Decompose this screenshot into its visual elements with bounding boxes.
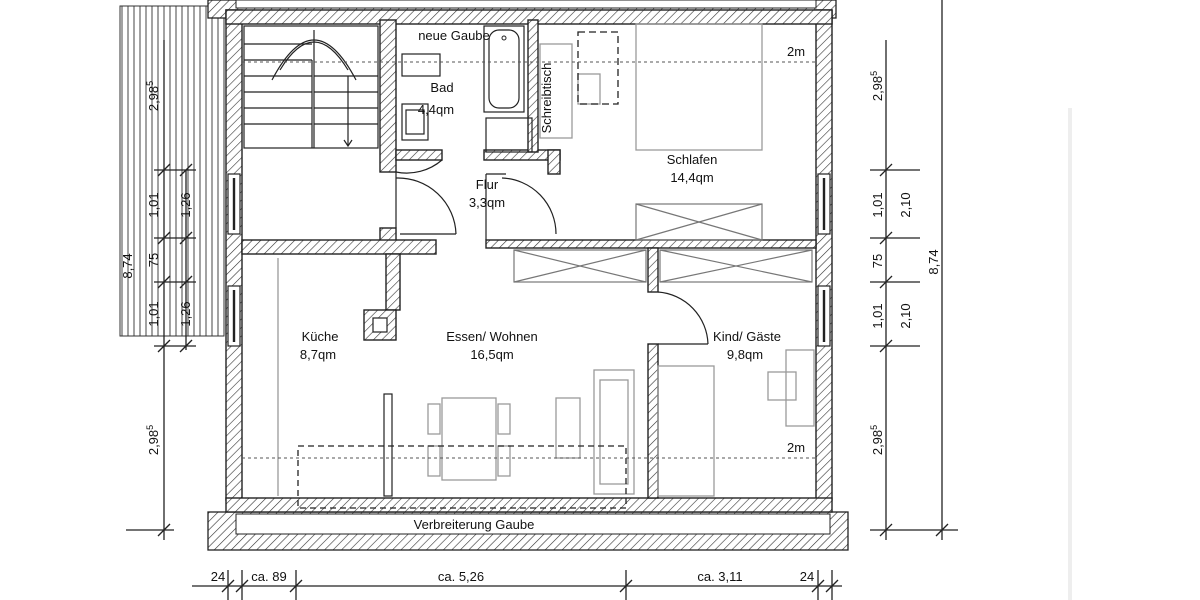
label-verbreiterung-gaube: Verbreiterung Gaube <box>414 517 535 532</box>
room-bad-name: Bad <box>430 80 453 95</box>
bathroom-fixtures <box>401 25 533 153</box>
label-2m-bottom: 2m <box>787 440 805 455</box>
outer-walls <box>225 9 833 513</box>
dim-right-inner-2: 2,10 <box>898 303 913 328</box>
dim-bottom-2: ca. 89 <box>251 569 286 584</box>
living-furniture <box>277 258 635 497</box>
dim-right-top: 2,985 <box>869 71 885 101</box>
room-schlafen-area: 14,4qm <box>670 170 713 185</box>
wardrobes <box>513 249 813 283</box>
bedroom-furniture <box>577 23 763 241</box>
dim-left-inner-2: 1,26 <box>178 301 193 326</box>
dim-left-bottom: 2,985 <box>145 425 161 455</box>
room-schlafen-name: Schlafen <box>667 152 718 167</box>
interior-walls <box>241 19 817 499</box>
room-kind-name: Kind/ Gäste <box>713 329 781 344</box>
room-kueche-area: 8,7qm <box>300 347 336 362</box>
dim-left-outer-1: 1,01 <box>146 192 161 217</box>
label-schreibtisch: Schreibtisch <box>539 63 554 134</box>
dim-left-total: 8,74 <box>120 253 135 278</box>
roof-strip-bottom: Verbreiterung Gaube <box>207 511 849 551</box>
dim-left-inner-1: 1,26 <box>178 192 193 217</box>
doors <box>395 159 709 345</box>
dim-right-2: 75 <box>870 254 885 268</box>
room-kueche-name: Küche <box>302 329 339 344</box>
dormer-outline <box>297 445 627 509</box>
room-essen-name: Essen/ Wohnen <box>446 329 538 344</box>
guest-room-furniture <box>657 349 815 497</box>
room-labels: neue Gaube Bad 4,4qm Schreibtisch Flur 3… <box>300 28 781 362</box>
dimension-chain-bottom: 24 ca. 89 ca. 5,26 ca. 3,11 24 <box>192 569 842 600</box>
staircase <box>243 25 379 149</box>
room-essen-area: 16,5qm <box>470 347 513 362</box>
room-bad-area: 4,4qm <box>418 102 454 117</box>
dim-right-total: 8,74 <box>926 249 941 274</box>
dim-right-inner-1: 2,10 <box>898 192 913 217</box>
dim-left-outer-2: 75 <box>146 253 161 267</box>
dim-bottom-5: 24 <box>800 569 814 584</box>
label-neue-gaube: neue Gaube <box>418 28 490 43</box>
dim-left-top: 2,985 <box>145 81 161 111</box>
windows <box>227 173 831 347</box>
dim-bottom-4: ca. 3,11 <box>697 569 742 584</box>
dim-left-outer-3: 1,01 <box>146 301 161 326</box>
dim-bottom-1: 24 <box>211 569 225 584</box>
dimension-chain-right: 2,985 1,01 75 1,01 2,10 2,10 2,985 8,74 <box>869 0 958 540</box>
height-lines: 2m 2m <box>242 44 816 459</box>
label-2m-top: 2m <box>787 44 805 59</box>
dim-right-bottom: 2,985 <box>869 425 885 455</box>
dim-bottom-3: ca. 5,26 <box>438 569 484 584</box>
roof-strip-left <box>119 5 225 337</box>
dim-right-3: 1,01 <box>870 303 885 328</box>
room-flur-area: 3,3qm <box>469 195 505 210</box>
dimension-chain-left: 2,985 1,01 75 1,01 1,26 1,26 2,985 8,74 <box>120 40 196 540</box>
room-flur-name: Flur <box>476 177 499 192</box>
dim-right-1: 1,01 <box>870 192 885 217</box>
room-kind-area: 9,8qm <box>727 347 763 362</box>
